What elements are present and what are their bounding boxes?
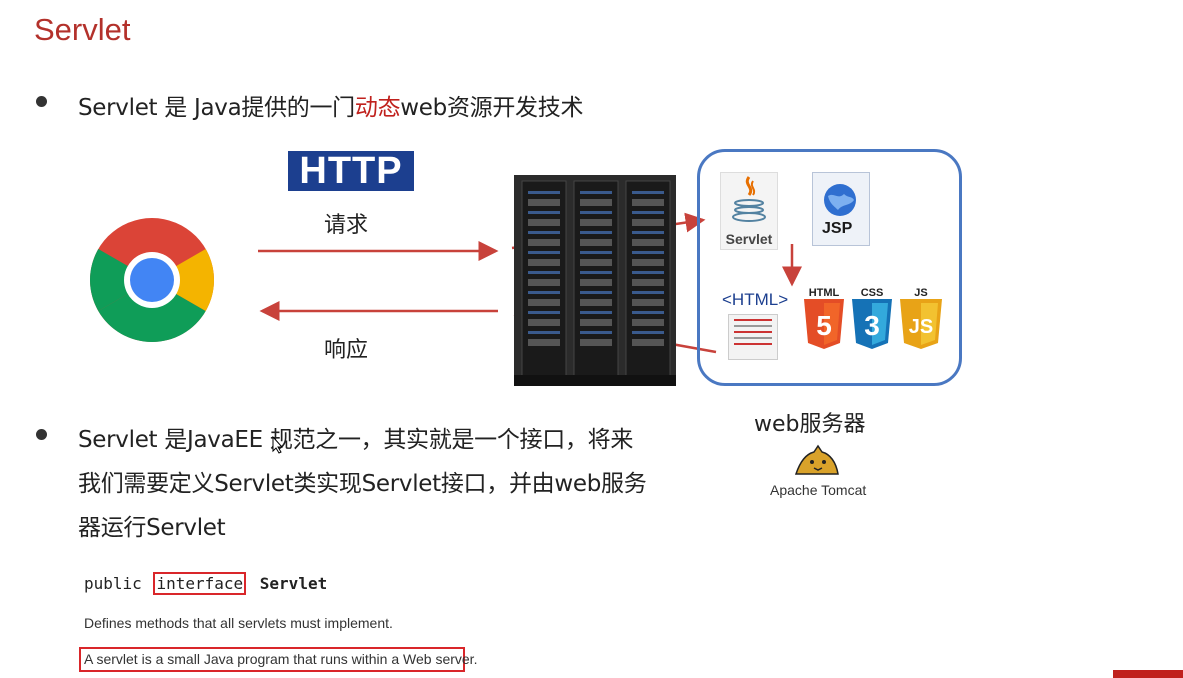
html-tag-label: <HTML> bbox=[722, 290, 789, 309]
jsp-icon: JSP bbox=[808, 172, 872, 248]
html5-shield: 5 bbox=[804, 299, 844, 349]
bullet-1-post: web资源开发技术 bbox=[400, 95, 584, 121]
request-label: 请求 bbox=[324, 213, 369, 238]
bullet-2-line3: 器运行Servlet bbox=[78, 515, 226, 541]
bullet-1-highlight: 动态 bbox=[354, 95, 401, 121]
http-logo: HTTP bbox=[288, 151, 414, 191]
code-interface: interface bbox=[156, 574, 244, 593]
svg-text:JS: JS bbox=[909, 316, 933, 338]
css3-shield: 3 bbox=[852, 299, 892, 349]
bullet-1-text: Servlet 是 Java提供的一门动态web资源开发技术 bbox=[78, 88, 583, 122]
html-document-icon: <HTML> bbox=[722, 290, 788, 362]
servlet-icon-label: Servlet bbox=[725, 231, 773, 247]
js-shield: JS bbox=[900, 299, 942, 349]
code-declaration: public interface Servlet bbox=[84, 572, 327, 595]
slide-title: Servlet bbox=[34, 12, 131, 47]
tomcat-label: Apache Tomcat bbox=[770, 482, 867, 498]
js-label: JS bbox=[914, 287, 928, 299]
bullet-dot bbox=[36, 96, 47, 107]
bullet-dot bbox=[36, 429, 47, 440]
web-server-label: web服务器 bbox=[754, 412, 866, 437]
jsp-icon-label: JSP bbox=[822, 220, 853, 237]
doc-line-1: Defines methods that all servlets must i… bbox=[84, 615, 393, 631]
corner-accent bbox=[1113, 670, 1183, 678]
html5-icon: HTML 5 bbox=[802, 287, 846, 353]
js-icon: JS JS bbox=[898, 287, 944, 353]
mouse-cursor-icon bbox=[272, 436, 284, 454]
globe-icon bbox=[824, 184, 856, 216]
code-public: public bbox=[84, 574, 142, 593]
svg-text:3: 3 bbox=[864, 310, 880, 341]
bullet-1-pre: Servlet 是 Java提供的一门 bbox=[78, 95, 355, 121]
response-label: 响应 bbox=[324, 338, 369, 363]
svg-text:5: 5 bbox=[816, 310, 832, 341]
css3-label: CSS bbox=[860, 287, 884, 299]
doc-line-2: A servlet is a small Java program that r… bbox=[84, 651, 478, 667]
web-server-container bbox=[697, 149, 962, 386]
bullet-2-line2: 我们需要定义Servlet类实现Servlet接口，并由web服务 bbox=[78, 471, 647, 497]
tomcat-cat-icon bbox=[794, 444, 839, 475]
java-cup-icon bbox=[732, 176, 766, 222]
bullet-2-line1: Servlet 是JavaEE 规范之一，其实就是一个接口，将来 bbox=[78, 427, 634, 453]
html5-label: HTML bbox=[808, 287, 840, 299]
server-rack-icon bbox=[514, 175, 676, 386]
chrome-browser-icon bbox=[89, 218, 214, 343]
code-servlet-name: Servlet bbox=[259, 574, 328, 593]
code-interface-highlight: interface bbox=[153, 572, 247, 595]
servlet-icon: Servlet bbox=[720, 172, 778, 250]
css3-icon: CSS 3 bbox=[850, 287, 894, 353]
doc-line-2-highlight bbox=[79, 647, 465, 672]
